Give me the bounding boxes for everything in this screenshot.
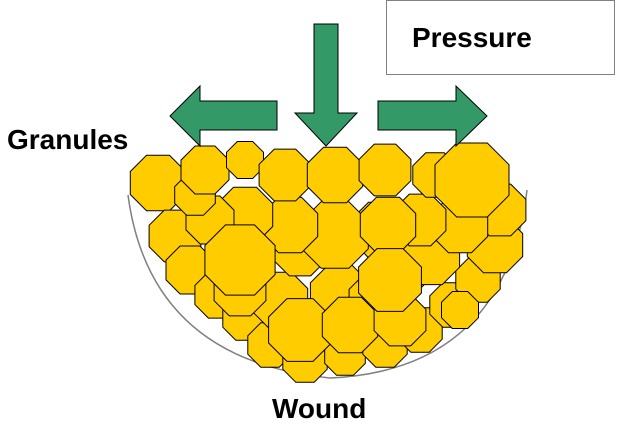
granule <box>322 297 377 352</box>
granule <box>435 143 509 217</box>
pressure-label: Pressure <box>412 22 532 54</box>
wound-label: Wound <box>272 393 366 425</box>
granule <box>205 225 275 295</box>
granule <box>227 142 264 179</box>
pressure-label-box: Pressure <box>386 0 615 75</box>
granule-cluster <box>130 142 526 383</box>
left-arrow-icon <box>170 86 277 146</box>
granule <box>360 197 415 252</box>
granule <box>442 292 479 329</box>
down-arrow-icon <box>295 24 357 146</box>
granule <box>359 249 422 312</box>
granule <box>359 144 411 196</box>
right-arrow-icon <box>378 86 487 146</box>
granule <box>181 146 229 194</box>
granule <box>259 149 311 201</box>
granules-label: Granules <box>7 124 128 156</box>
granule <box>307 147 362 202</box>
